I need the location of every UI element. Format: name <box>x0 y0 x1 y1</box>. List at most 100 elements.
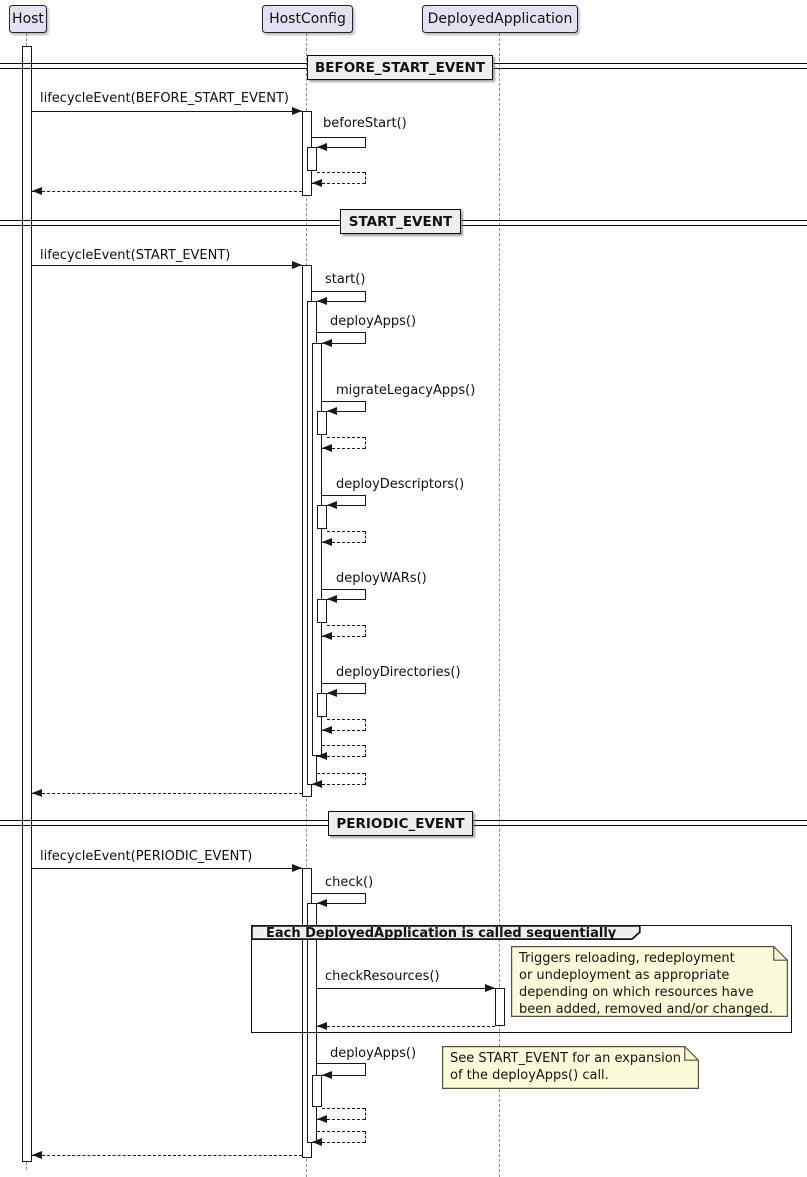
return-line <box>317 756 365 757</box>
self-call-line <box>317 903 365 904</box>
self-call-line <box>322 1075 365 1076</box>
arrowhead-left <box>317 143 327 151</box>
self-call-line <box>327 505 365 506</box>
divider-periodic-event: PERIODIC_EVENT <box>328 811 473 836</box>
activation-hostconfig <box>317 505 327 529</box>
arrowhead-left <box>317 1115 327 1123</box>
divider-before-start-event: BEFORE_START_EVENT <box>307 55 493 80</box>
self-call-line <box>312 893 365 894</box>
message-line <box>32 111 302 112</box>
return-line <box>32 1155 302 1156</box>
arrowhead-left <box>322 444 332 452</box>
participant-deployedapplication-label: DeployedApplication <box>427 11 573 27</box>
return-line <box>365 172 366 184</box>
self-call-line <box>327 599 365 600</box>
lifeline-deployedapplication <box>499 33 500 1177</box>
activation-hostconfig <box>317 599 327 623</box>
arrowhead-left <box>32 789 42 797</box>
return-line <box>317 172 365 173</box>
message-label: lifecycleEvent(PERIODIC_EVENT) <box>40 849 253 864</box>
arrowhead-left <box>312 179 322 187</box>
message-line <box>317 988 495 989</box>
self-call-line <box>365 495 366 506</box>
self-call-line <box>365 683 366 694</box>
return-line <box>365 745 366 757</box>
arrowhead-left <box>322 339 332 347</box>
arrowhead-left <box>317 297 327 305</box>
self-call-line <box>365 332 366 344</box>
message-label: start() <box>325 272 366 287</box>
self-call-line <box>365 589 366 600</box>
message-label: lifecycleEvent(BEFORE_START_EVENT) <box>40 91 289 106</box>
message-line <box>32 868 302 869</box>
note-shape <box>442 1046 699 1089</box>
self-call-line <box>317 301 365 302</box>
self-call-line <box>322 495 365 496</box>
arrowhead-right <box>292 864 302 872</box>
message-label: deployDirectories() <box>336 665 461 680</box>
self-call-line <box>317 332 365 333</box>
note-shape <box>511 946 788 1017</box>
divider-label: START_EVENT <box>348 213 453 230</box>
arrowhead-left <box>32 1151 42 1159</box>
arrowhead-left <box>322 538 332 546</box>
self-call-line <box>322 401 365 402</box>
group-header-shape <box>251 925 641 940</box>
return-line <box>327 531 365 532</box>
activation-hostconfig <box>317 693 327 717</box>
message-label: checkResources() <box>325 969 440 984</box>
arrowhead-left <box>327 595 337 603</box>
self-call-line <box>365 291 366 302</box>
self-call-line <box>312 291 365 292</box>
self-call-line <box>317 147 365 148</box>
return-line <box>317 1119 365 1120</box>
return-line <box>312 183 365 184</box>
note-deploy-apps: See START_EVENT for an expansion of the … <box>450 1051 681 1083</box>
activation-deployedapplication <box>495 988 505 1026</box>
message-label: lifecycleEvent(START_EVENT) <box>40 248 231 263</box>
arrowhead-left <box>322 1071 332 1079</box>
arrowhead-left <box>317 752 327 760</box>
return-line <box>365 625 366 637</box>
message-line <box>32 265 302 266</box>
self-call-line <box>322 683 365 684</box>
arrowhead-left <box>312 780 322 788</box>
self-call-line <box>327 693 365 694</box>
activation-hostconfig <box>307 147 317 171</box>
return-line <box>327 437 365 438</box>
return-line <box>322 745 365 746</box>
return-line <box>317 1026 495 1027</box>
return-line <box>322 730 365 731</box>
return-line <box>365 1108 366 1120</box>
message-label: deployApps() <box>330 1046 417 1061</box>
participant-host-label: Host <box>12 11 44 27</box>
return-line <box>327 625 365 626</box>
arrowhead-right <box>292 107 302 115</box>
return-line <box>32 793 302 794</box>
note-check-resources: Triggers reloading, redeployment or unde… <box>519 951 773 1017</box>
self-call-line <box>365 401 366 412</box>
return-line <box>365 531 366 543</box>
group-header-label: Each DeployedApplication is called seque… <box>266 926 617 941</box>
divider-label: BEFORE_START_EVENT <box>314 59 486 76</box>
divider-label: PERIODIC_EVENT <box>336 815 465 832</box>
participant-deployedapplication: DeployedApplication <box>422 5 578 33</box>
self-call-line <box>327 411 365 412</box>
participant-hostconfig: HostConfig <box>262 5 353 33</box>
return-line <box>322 542 365 543</box>
message-label: check() <box>325 875 374 890</box>
self-call-line <box>317 1063 365 1064</box>
self-call-line <box>365 1063 366 1076</box>
return-line <box>365 719 366 731</box>
return-line <box>322 448 365 449</box>
message-label: deployApps() <box>330 314 417 329</box>
message-label: migrateLegacyApps() <box>336 383 476 398</box>
return-line <box>322 1108 365 1109</box>
self-call-line <box>322 343 365 344</box>
participant-host: Host <box>9 5 47 33</box>
return-line <box>312 784 365 785</box>
return-line <box>312 1142 365 1143</box>
arrowhead-left <box>327 407 337 415</box>
activation-hostconfig <box>312 1075 322 1107</box>
